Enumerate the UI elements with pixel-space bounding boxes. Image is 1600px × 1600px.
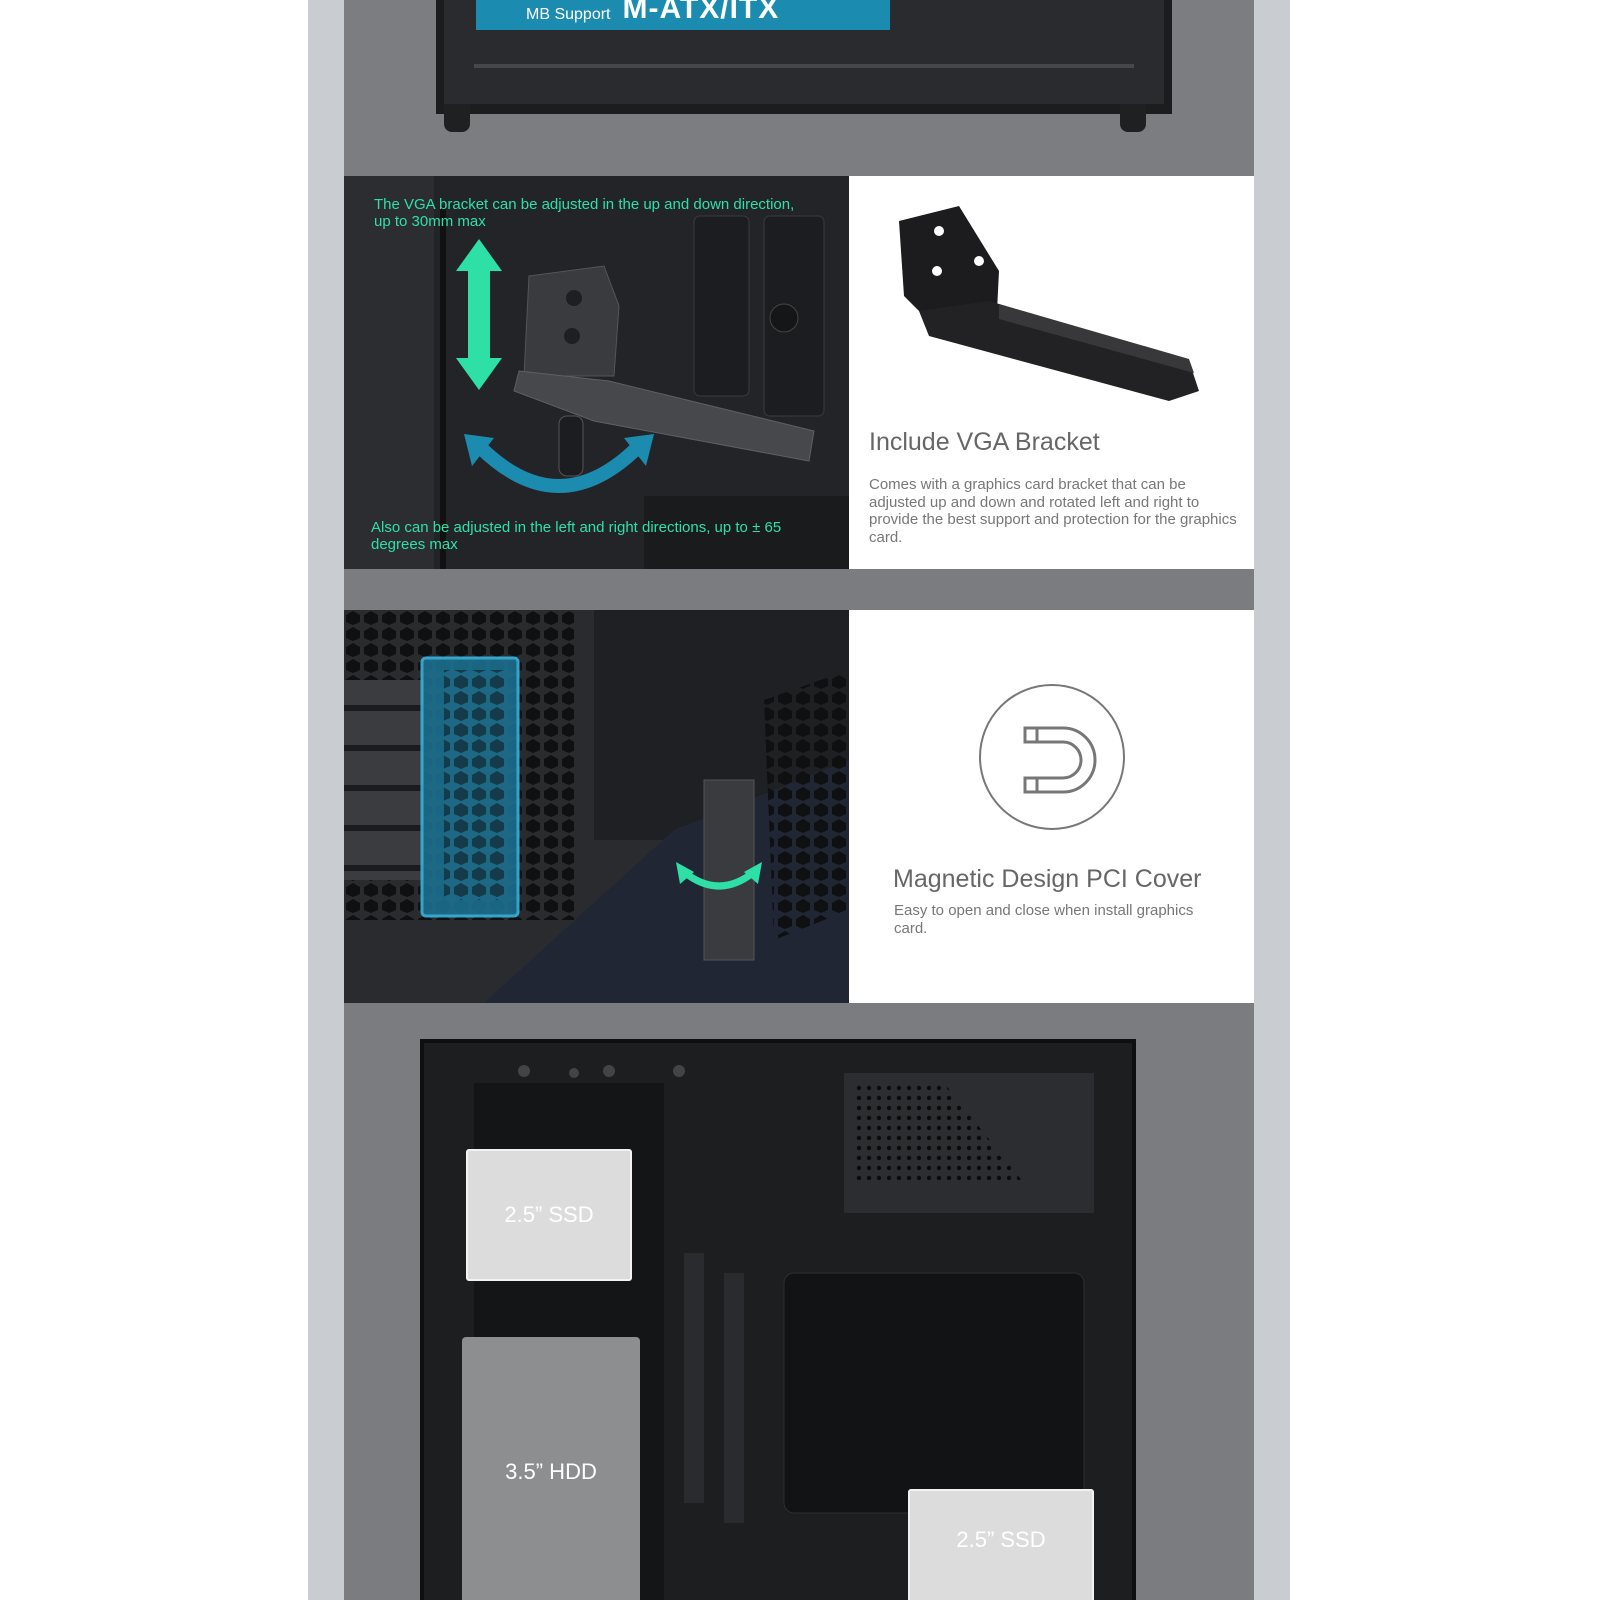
section-divider — [344, 569, 1254, 610]
top-case-banner: MB Support M-ATX/ITX — [344, 0, 1254, 176]
mb-support-label: MB Support — [526, 6, 611, 23]
vga-bracket-info-panel: Include VGA Bracket Comes with a graphic… — [849, 176, 1254, 569]
storage-layout-section: 2.5” SSD 3.5” HDD 2.5” SSD — [344, 1003, 1254, 1600]
ssd-drive-slot-2: 2.5” SSD — [908, 1489, 1094, 1600]
product-image-column: MB Support M-ATX/ITX — [344, 0, 1254, 1600]
vga-bracket-feature: The VGA bracket can be adjusted in the u… — [344, 176, 1254, 569]
vga-rotation-adjust-text: Also can be adjusted in the left and rig… — [371, 519, 782, 553]
vga-vertical-adjust-text: The VGA bracket can be adjusted in the u… — [374, 196, 795, 230]
left-frame-strip — [308, 0, 344, 1600]
ssd-drive-slot-1: 2.5” SSD — [466, 1149, 632, 1281]
vga-bracket-illustration — [344, 176, 849, 569]
vga-bracket-title: Include VGA Bracket — [869, 428, 1100, 456]
hdd-drive-slot: 3.5” HDD — [462, 1337, 640, 1600]
right-frame-strip — [1254, 0, 1290, 1600]
magnet-icon — [979, 684, 1125, 830]
pci-cover-info-panel: Magnetic Design PCI Cover Easy to open a… — [849, 610, 1254, 1003]
mb-support-banner: MB Support M-ATX/ITX — [476, 0, 890, 30]
pci-cover-feature: Magnetic Design PCI Cover Easy to open a… — [344, 610, 1254, 1003]
ssd-drive-label-1: 2.5” SSD — [504, 1202, 594, 1227]
pci-cover-illustration — [344, 610, 849, 1003]
vga-bracket-photo: The VGA bracket can be adjusted in the u… — [344, 176, 849, 569]
ssd-drive-label-2: 2.5” SSD — [956, 1527, 1046, 1552]
pci-cover-title: Magnetic Design PCI Cover — [893, 865, 1202, 893]
case-foot-left — [444, 104, 470, 132]
pci-cover-description: Easy to open and close when install grap… — [894, 902, 1194, 937]
up-arrow-shape — [456, 239, 502, 390]
form-factor-label: M-ATX/ITX — [622, 0, 780, 25]
vga-bracket-product-image — [899, 206, 1199, 401]
hdd-drive-label: 3.5” HDD — [505, 1459, 597, 1484]
case-foot-right — [1120, 104, 1146, 132]
pci-cover-photo — [344, 610, 849, 1003]
vga-bracket-description: Comes with a graphics card bracket that … — [869, 476, 1237, 546]
